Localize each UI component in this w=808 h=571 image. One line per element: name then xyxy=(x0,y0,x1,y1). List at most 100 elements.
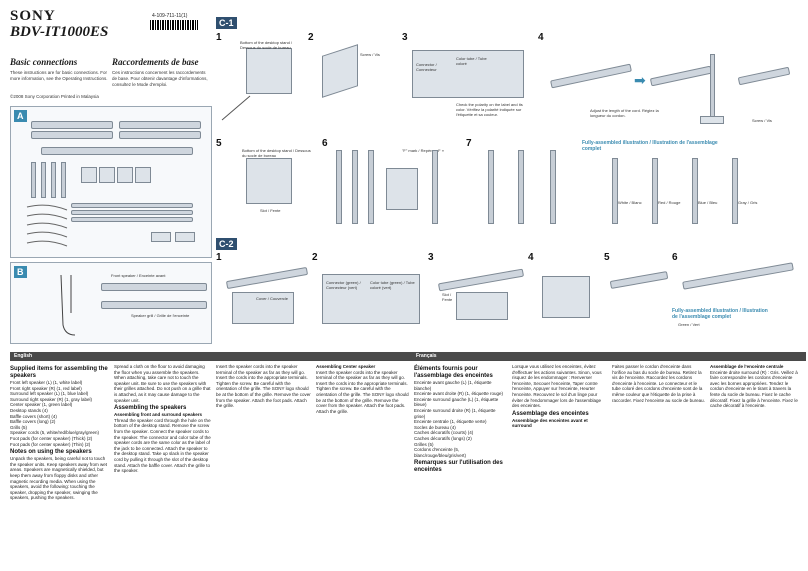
item: Caches décoratifs (courts) (4) xyxy=(414,430,474,436)
speaker-column xyxy=(550,150,556,224)
paragraph: Faites passer le cordon d'enceinte dans … xyxy=(612,364,705,403)
speaker-white xyxy=(612,158,618,224)
caption: Connector (green) / Connecteur (vert) xyxy=(326,280,361,290)
center-speaker xyxy=(225,266,309,290)
section-heading: Supplied items for assembling the speake… xyxy=(10,366,108,379)
c1-step-7: 7 xyxy=(466,138,576,228)
english-column-1: Supplied items for assembling the speake… xyxy=(10,364,110,568)
step-number: 1 xyxy=(216,32,222,43)
speaker-grill-label: Speaker grill / Grille de l'enceinte xyxy=(131,313,190,318)
c2-step-5: 5 xyxy=(604,252,670,340)
speaker-gray xyxy=(732,158,738,224)
c1-step-5: 5 Bottom of the desktop stand / Dessous … xyxy=(216,138,318,228)
baffle-cover xyxy=(71,217,193,222)
item: Center speaker (1, green label) xyxy=(10,402,73,408)
item: Grilles (5) xyxy=(414,441,434,447)
item: Enceinte centrale (1, étiquette verte) xyxy=(414,419,487,425)
desktop-stand xyxy=(81,167,97,183)
speaker-column xyxy=(352,150,358,224)
item: Baffle covers (long) (2) xyxy=(10,419,56,425)
french-column-3: Faites passer le cordon d'enceinte dans … xyxy=(612,364,706,568)
step-number: 2 xyxy=(312,252,318,263)
c1-fully-assembled: Fully-assembled illustration / Illustrat… xyxy=(582,140,802,232)
intro-french: Ces instructions concernent les raccorde… xyxy=(112,70,208,87)
caption: Cover / Couvercle xyxy=(256,296,289,301)
desktop-stand-bottom xyxy=(246,48,292,94)
english-column-4: Assembling Center speaker Insert the spe… xyxy=(316,364,410,568)
brand-logo: SONY xyxy=(10,8,56,24)
speaker-cords-illustration xyxy=(26,204,68,247)
speaker-column xyxy=(518,150,524,224)
item: Enceinte surround droite (R) (1, étiquet… xyxy=(414,407,496,419)
speaker-bar xyxy=(119,121,201,129)
item: Cordons d'enceinte (5, blanc/rouge/bleu/… xyxy=(414,447,467,458)
c1-step-3: 3 Connector / Connecteur Color tube / Tu… xyxy=(402,32,534,132)
title-french: Raccordements de base xyxy=(112,57,199,67)
item: Baffle covers (short) (4) xyxy=(10,413,57,419)
front-speaker-bar xyxy=(101,283,207,291)
speaker-grill-bar xyxy=(101,301,207,309)
caption: "F" mark / Repère « F » xyxy=(402,148,444,153)
color-label: Green / Vert xyxy=(678,322,700,327)
detail-view xyxy=(542,276,590,318)
stand-pole xyxy=(51,162,56,198)
c1-step-6: 6 "F" mark / Repère « F » xyxy=(322,138,462,228)
item: Caches décoratifs (longs) (2) xyxy=(414,435,472,441)
paragraph: Enceinte droite surround (R) : Gris. Vei… xyxy=(710,369,798,409)
caption: Connector / Connecteur xyxy=(416,62,437,72)
item: Grills (5) xyxy=(10,424,27,430)
speaker-column xyxy=(432,150,438,224)
step-number: 5 xyxy=(604,252,610,263)
french-column-1: Éléments fournis pour l'assemblage des e… xyxy=(414,364,508,568)
caption: Screw / Vis xyxy=(752,118,772,123)
speaker-bar xyxy=(31,131,113,139)
fully-assembled-caption: Fully-assembled illustration / Illustrat… xyxy=(672,308,768,320)
paragraph: Lorsque vous utilisez les enceintes, évi… xyxy=(512,364,602,409)
stand-pole xyxy=(41,162,46,198)
desktop-stand xyxy=(99,167,115,183)
caption: Bottom of the desktop stand / Dessous du… xyxy=(240,40,293,50)
detail-view xyxy=(386,168,418,210)
step-number: 4 xyxy=(538,32,544,43)
title-english: Basic connections xyxy=(10,57,78,67)
section-heading: Assembling the speakers xyxy=(114,405,187,412)
item: Foot pads (for center speaker) (Thick) (… xyxy=(10,435,93,441)
paragraph: Unpack the speakers, being careful not t… xyxy=(10,456,108,501)
detail-view xyxy=(232,292,294,324)
cord-illustration xyxy=(221,95,251,121)
c2-step-4: 4 xyxy=(528,252,602,340)
item: Front right speaker (R) (1, red label) xyxy=(10,385,82,391)
caption: Screw / Vis xyxy=(360,52,380,57)
fully-assembled-caption: Fully-assembled illustration / Illustrat… xyxy=(582,140,718,152)
speaker-bar xyxy=(31,121,113,129)
foot-pad xyxy=(175,232,195,242)
paragraph: Thread the speaker cord through the hole… xyxy=(114,417,211,474)
language-bar-english: English xyxy=(10,352,414,361)
french-column-2: Lorsque vous utilisez les enceintes, évi… xyxy=(512,364,608,568)
speaker-column xyxy=(368,150,374,224)
center-speaker xyxy=(609,271,669,289)
center-speaker-bar xyxy=(41,147,193,155)
english-column-3: Insert the speaker cords into the speake… xyxy=(216,364,312,568)
desktop-stand xyxy=(117,167,133,183)
paragraph: Insert the speaker cords into the speake… xyxy=(316,369,409,414)
barcode xyxy=(150,20,198,30)
speaker-column xyxy=(336,150,342,224)
speaker-bar xyxy=(119,131,201,139)
subsection-heading: Assemblage de l'enceinte centrale xyxy=(710,364,784,369)
section-heading: Notes on using the speakers xyxy=(10,449,92,456)
item: Surround left speaker (L) (1, blue label… xyxy=(10,391,89,397)
part-number: 4-109-711-11(1) xyxy=(152,13,188,19)
subsection-heading: Assembling front and surround speakers xyxy=(114,412,203,418)
subsection-heading: Assembling Center speaker xyxy=(316,364,376,369)
speaker-blue xyxy=(692,158,698,224)
stand-pole xyxy=(710,54,715,118)
baffle-cover xyxy=(71,203,193,208)
caption: Color tube / Tube coloré xyxy=(456,56,487,66)
speaker-bar xyxy=(649,65,713,87)
item: Speaker cords (5, white/red/blue/gray/gr… xyxy=(10,430,100,436)
step-number: 6 xyxy=(672,252,678,263)
c2-step-2: 2 Connector (green) / Connecteur (vert) … xyxy=(312,252,428,340)
copyright: ©2008 Sony Corporation Printed in Malays… xyxy=(10,94,99,99)
paragraph: Insert the speaker cords into the speake… xyxy=(216,364,311,409)
